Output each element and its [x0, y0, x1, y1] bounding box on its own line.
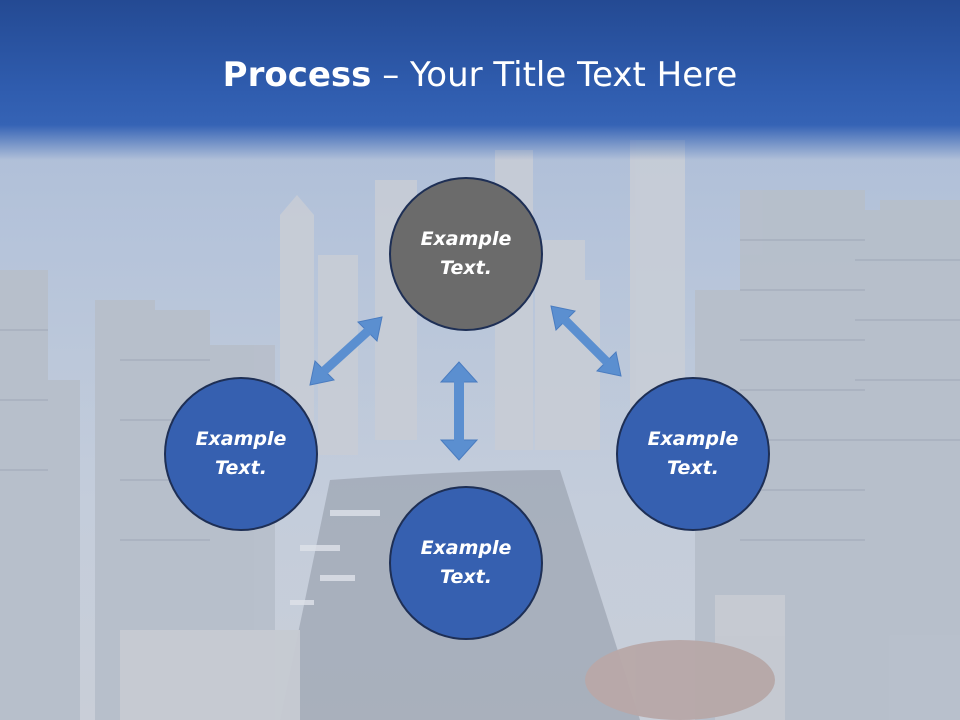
- process-node-left[interactable]: Example Text.: [164, 377, 318, 531]
- double-arrow-diagonal-icon: [309, 316, 383, 386]
- node-text-right: Example Text.: [647, 428, 739, 479]
- node-text-top: Example Text.: [420, 228, 512, 279]
- process-node-bottom[interactable]: Example Text.: [389, 486, 543, 640]
- process-node-right[interactable]: Example Text.: [616, 377, 770, 531]
- double-arrow-vertical-icon: [439, 361, 479, 461]
- title-bar: [0, 0, 960, 160]
- process-node-top[interactable]: Example Text.: [389, 177, 543, 331]
- title-dash: –: [371, 55, 411, 95]
- node-text-left: Example Text.: [195, 428, 287, 479]
- double-arrow-diagonal-icon: [550, 305, 622, 377]
- slide-title: Process – Your Title Text Here: [0, 52, 960, 98]
- node-text-bottom: Example Text.: [420, 537, 512, 588]
- title-rest: Your Title Text Here: [410, 55, 738, 95]
- title-bold: Process: [222, 55, 372, 95]
